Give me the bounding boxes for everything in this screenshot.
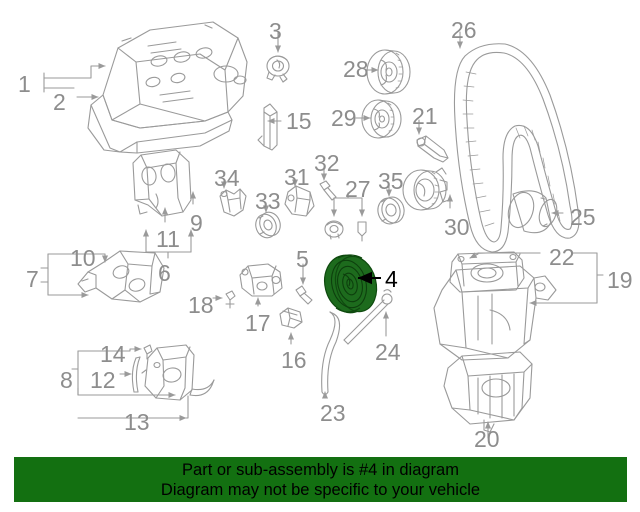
part-mount-bracket-17	[239, 263, 283, 297]
callout-label-19: 19	[607, 267, 633, 293]
callout-label-23: 23	[320, 400, 346, 426]
part-front-cover-10	[77, 250, 165, 303]
callout-label-33: 33	[255, 188, 281, 214]
part-hose-13	[189, 379, 215, 397]
part-bracket-31	[284, 185, 315, 217]
callout-label-13: 13	[124, 409, 150, 435]
part-oil-pan-lower-20	[443, 351, 533, 433]
callout-arrow-10	[47, 253, 109, 263]
part-bolt-32	[319, 180, 337, 201]
callout-label-10: 10	[70, 245, 96, 271]
part-bolt-5	[295, 285, 313, 305]
disclaimer-banner: Part or sub-assembly is #4 in diagram Di…	[14, 457, 627, 502]
callout-label-22: 22	[549, 244, 575, 270]
callout-label-9: 9	[190, 210, 203, 236]
banner-line-1: Part or sub-assembly is #4 in diagram	[182, 460, 459, 479]
callout-label-34: 34	[214, 165, 240, 191]
callout-label-29: 29	[331, 105, 357, 131]
part-sprocket-28	[366, 49, 411, 95]
callout-label-8: 8	[60, 367, 73, 393]
part-bolt-18	[225, 290, 236, 309]
callout-bracket-13	[77, 395, 189, 419]
callout-label-21: 21	[412, 103, 438, 129]
banner-line-2: Diagram may not be specific to your vehi…	[160, 480, 481, 499]
callout-label-28: 28	[343, 56, 369, 82]
part-bolt-14	[143, 344, 153, 360]
callout-arrow-14	[94, 345, 142, 353]
callout-label-35: 35	[378, 168, 404, 194]
part-dipstick-tube-23	[321, 311, 341, 396]
part-27-a	[324, 220, 344, 240]
callout-label-24: 24	[375, 339, 401, 365]
callout-label-32: 32	[314, 150, 340, 176]
part-tensioner-30	[402, 167, 450, 211]
callout-label-20: 20	[474, 426, 500, 452]
part-tensioner-rod-21	[416, 135, 449, 163]
callout-label-15: 15	[286, 108, 312, 134]
callout-label-17: 17	[245, 310, 271, 336]
part-16	[279, 307, 303, 329]
callout-label-4: 4	[385, 266, 398, 292]
callout-label-5: 5	[296, 246, 309, 272]
part-27-b	[357, 221, 367, 242]
part-crankshaft-pulley-4	[324, 254, 378, 314]
part-sprocket-29	[361, 99, 402, 139]
callout-label-1: 1	[18, 71, 31, 97]
callout-label-16: 16	[281, 347, 307, 373]
part-idler-pulley-35	[377, 196, 405, 225]
callout-label-14: 14	[100, 341, 126, 367]
callout-label-30: 30	[444, 214, 470, 240]
part-valve-cover	[102, 21, 248, 129]
part-oil-pan-main	[433, 265, 557, 361]
callout-label-31: 31	[284, 164, 310, 190]
part-timing-belt-26	[453, 43, 580, 253]
callout-label-25: 25	[570, 204, 596, 230]
part-timing-cover-upper	[132, 149, 192, 217]
part-bolt-15	[257, 103, 278, 151]
part-dipstick-24	[343, 289, 393, 345]
part-oil-filler-cap	[266, 55, 290, 83]
part-bracket-34	[219, 188, 247, 217]
callout-label-18: 18	[188, 292, 214, 318]
part-valve-cover-gasket	[87, 94, 233, 154]
callout-label-26: 26	[451, 17, 477, 43]
part-oil-pan-gasket-22	[449, 251, 525, 293]
callout-label-3: 3	[269, 18, 282, 44]
part-seal-12	[131, 356, 141, 393]
callout-label-2: 2	[53, 89, 66, 115]
callout-label-12: 12	[90, 367, 116, 393]
callout-label-7: 7	[26, 266, 39, 292]
callout-label-6: 6	[158, 260, 171, 286]
callout-label-27: 27	[345, 176, 371, 202]
part-bearing-33	[255, 211, 281, 239]
callout-label-11: 11	[156, 226, 180, 252]
part-lower-cover-8	[141, 344, 195, 401]
